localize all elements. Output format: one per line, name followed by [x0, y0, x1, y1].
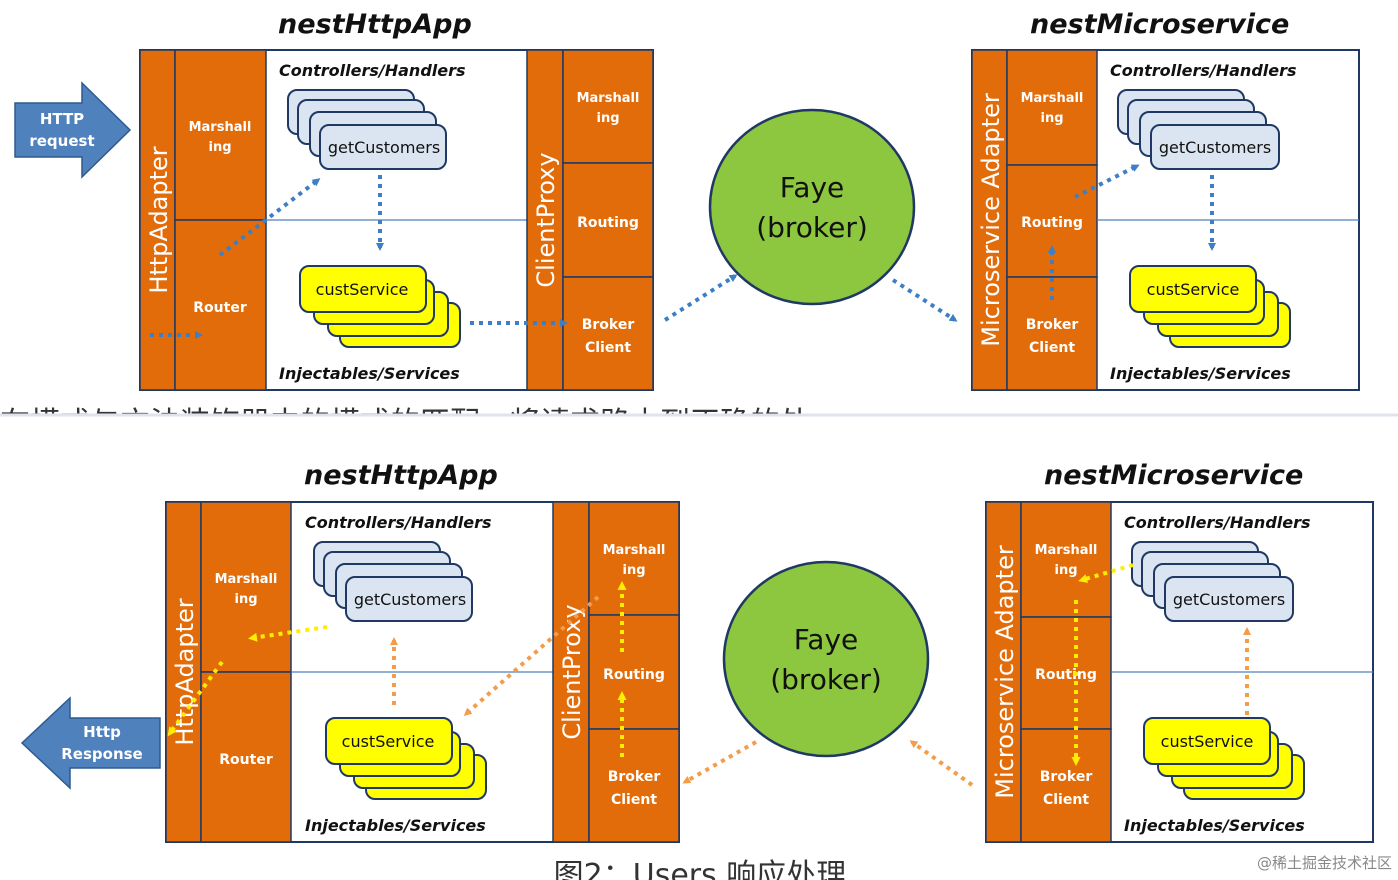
- top-proxy-routing: Routing: [577, 215, 639, 231]
- top-marshalling-label-2: ing: [208, 140, 231, 155]
- top-microservice-adapter-label: Microservice Adapter: [977, 93, 1005, 347]
- top-ms-controllers-label: Controllers/Handlers: [1110, 61, 1297, 80]
- bottom-ms-broker-2: Client: [1043, 792, 1089, 808]
- top-proxy-broker-2: Client: [585, 340, 631, 356]
- bottom-http-app-title: nestHttpApp: [304, 460, 498, 491]
- bottom-proxy-marshalling-2: ing: [622, 563, 645, 578]
- bottom-faye-label-2: (broker): [770, 663, 882, 696]
- bottom-get-customers-card: getCustomers: [313, 541, 473, 622]
- top-router-cell: [174, 219, 267, 391]
- top-proxy-broker-1: Broker: [582, 317, 635, 333]
- top-faye-broker: Faye (broker): [708, 108, 916, 306]
- bottom-cust-service-label: custService: [342, 732, 435, 751]
- watermark: @稀土掘金技术社区: [1257, 854, 1392, 872]
- top-ms-get-customers-label: getCustomers: [1159, 138, 1271, 157]
- top-http-app-title: nestHttpApp: [278, 9, 472, 40]
- top-microservice-title: nestMicroservice: [1030, 9, 1289, 40]
- bottom-services-label: Injectables/Services: [305, 816, 486, 835]
- top-get-customers-label: getCustomers: [328, 138, 440, 157]
- bottom-ms-marshalling-2: ing: [1054, 563, 1077, 578]
- bottom-faye-label-1: Faye: [794, 623, 859, 656]
- bottom-ms-get-customers-label: getCustomers: [1173, 590, 1285, 609]
- top-request-flow-arrows: [150, 164, 1216, 339]
- bottom-client-proxy-label: ClientProxy: [558, 604, 586, 739]
- top-proxy-marshalling-1: Marshall: [577, 91, 640, 106]
- top-ms-broker-1: Broker: [1026, 317, 1079, 333]
- top-microservice-box: Microservice Adapter Marshall ing Routin…: [971, 49, 1360, 391]
- top-ms-cust-service-card: custService: [1129, 265, 1291, 348]
- top-services-label: Injectables/Services: [279, 364, 460, 383]
- top-http-adapter-label: HttpAdapter: [145, 146, 173, 293]
- bottom-diagram: nestHttpApp nestMicroservice Http Respon…: [20, 460, 1374, 843]
- top-ms-get-customers-card: getCustomers: [1117, 89, 1280, 170]
- bottom-ms-services-label: Injectables/Services: [1124, 816, 1305, 835]
- top-cust-service-card: custService: [299, 265, 461, 348]
- top-faye-label-2: (broker): [756, 211, 868, 244]
- bottom-microservice-box: Microservice Adapter Marshall ing Routin…: [985, 501, 1374, 843]
- bottom-controllers-label: Controllers/Handlers: [305, 513, 492, 532]
- figure-caption: 图2：Users 响应处理: [554, 858, 847, 880]
- bottom-marshalling-2: ing: [234, 592, 257, 607]
- top-ms-marshalling-1: Marshall: [1021, 91, 1084, 106]
- top-cust-service-label: custService: [316, 280, 409, 299]
- top-faye-label-1: Faye: [780, 171, 845, 204]
- top-marshalling-cell: [174, 49, 267, 221]
- top-http-arrow-line2: request: [29, 132, 94, 150]
- bottom-microservice-adapter-label: Microservice Adapter: [991, 545, 1019, 799]
- top-ms-routing: Routing: [1021, 215, 1083, 231]
- top-marshalling-label-1: Marshall: [189, 120, 252, 135]
- bottom-ms-cust-service-label: custService: [1161, 732, 1254, 751]
- top-ms-cust-service-label: custService: [1147, 280, 1240, 299]
- top-client-proxy-label: ClientProxy: [532, 152, 560, 287]
- top-diagram: nestHttpApp nestMicroservice HTTP reques…: [14, 9, 1360, 391]
- top-ms-marshalling-2: ing: [1040, 111, 1063, 126]
- bottom-get-customers-label: getCustomers: [354, 590, 466, 609]
- bottom-router-label: Router: [219, 752, 273, 768]
- top-proxy-marshalling-2: ing: [596, 111, 619, 126]
- bottom-proxy-routing: Routing: [603, 667, 665, 683]
- bottom-http-response-arrow: Http Response: [20, 696, 161, 790]
- bottom-http-arrow-line2: Response: [61, 745, 142, 763]
- bottom-proxy-marshalling-1: Marshall: [603, 543, 666, 558]
- bottom-response-flow-arrows: [390, 595, 1251, 787]
- bottom-http-app-box: HttpAdapter Marshall ing Router Controll…: [165, 501, 680, 843]
- top-get-customers-card: getCustomers: [287, 89, 447, 170]
- bottom-proxy-broker-1: Broker: [608, 769, 661, 785]
- bottom-ms-controllers-label: Controllers/Handlers: [1124, 513, 1311, 532]
- bottom-faye-broker: Faye (broker): [722, 560, 930, 758]
- bottom-marshalling-1: Marshall: [215, 572, 278, 587]
- bottom-ms-broker-1: Broker: [1040, 769, 1093, 785]
- top-http-app-box: HttpAdapter Marshall ing Router Controll…: [139, 49, 654, 391]
- bottom-ms-marshalling-1: Marshall: [1035, 543, 1098, 558]
- bottom-response-yellow-arrows: [167, 563, 1134, 766]
- bottom-cust-service-card: custService: [325, 717, 487, 800]
- top-ms-services-label: Injectables/Services: [1110, 364, 1291, 383]
- bottom-http-adapter-label: HttpAdapter: [171, 598, 199, 745]
- top-controllers-label: Controllers/Handlers: [279, 61, 466, 80]
- bottom-http-arrow-line1: Http: [83, 723, 121, 741]
- bottom-ms-routing: Routing: [1035, 667, 1097, 683]
- bottom-ms-cust-service-card: custService: [1143, 717, 1305, 800]
- bottom-microservice-title: nestMicroservice: [1044, 460, 1303, 491]
- top-http-request-arrow: HTTP request: [14, 81, 132, 179]
- top-ms-broker-2: Client: [1029, 340, 1075, 356]
- bottom-proxy-broker-2: Client: [611, 792, 657, 808]
- top-router-label: Router: [193, 300, 247, 316]
- top-http-arrow-line1: HTTP: [40, 110, 84, 128]
